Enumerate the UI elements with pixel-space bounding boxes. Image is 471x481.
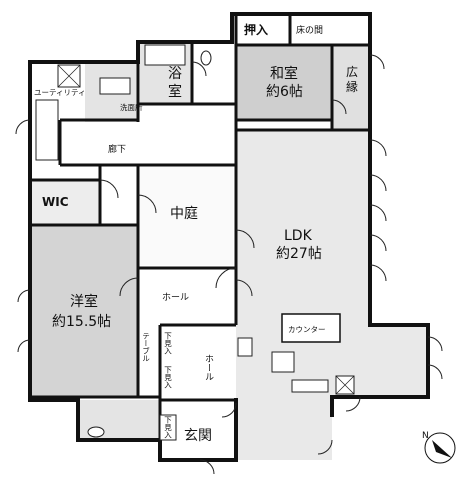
yoshitsu-floor xyxy=(30,225,138,397)
washitsu-floor xyxy=(236,45,332,120)
yoshitsu-size-label: 約15.5帖 xyxy=(52,314,111,330)
shitamiru-2-label: 下見入 xyxy=(163,366,172,389)
washitsu-label: 和室 xyxy=(270,65,298,82)
kitchen-back-counter xyxy=(291,379,329,393)
senmenjo-label: 洗面所 xyxy=(120,102,143,112)
compass-label: N xyxy=(422,431,429,441)
ldk-floor xyxy=(236,130,370,325)
ldk-label: LDK xyxy=(284,228,313,244)
interior-walls xyxy=(30,14,370,440)
ldk-floor-lower xyxy=(236,325,428,460)
nakaniwa-label: 中庭 xyxy=(170,205,198,222)
toilet-2 xyxy=(200,50,212,66)
tokonoma-label: 床の間 xyxy=(296,24,323,36)
table-label: テーブル xyxy=(141,332,150,362)
shitamiru-3-label: 下見入 xyxy=(163,416,172,439)
shitamiru-1-label: 下見入 xyxy=(163,332,172,355)
door-swings xyxy=(15,54,443,475)
utility-label: ユーティリティ xyxy=(34,88,86,97)
stove xyxy=(237,337,253,357)
hall-side-label: ホール xyxy=(203,354,214,381)
hiroen-floor xyxy=(332,45,370,130)
counter-label: カウンター xyxy=(288,325,326,334)
toilet xyxy=(87,426,105,438)
yoshitsu-label: 洋室 xyxy=(70,293,98,310)
wic-floor xyxy=(30,180,100,224)
yokushitsu-top-label: 浴 xyxy=(168,66,182,82)
ldk-size-label: 約27帖 xyxy=(276,246,322,262)
utility-counter xyxy=(35,99,59,161)
hiroen-top-label: 広 xyxy=(346,65,358,79)
oshiire-label: 押入 xyxy=(244,22,268,37)
roka-label: 廊下 xyxy=(108,143,126,155)
bathtub xyxy=(144,44,186,66)
nakaniwa-floor xyxy=(140,165,233,265)
yokushitsu-bottom-label: 室 xyxy=(168,83,182,100)
wash-basin xyxy=(99,77,131,95)
north-arrow-icon: N xyxy=(422,431,456,464)
shoe-cabinet xyxy=(159,414,177,441)
hall-top-label: ホール xyxy=(162,292,189,303)
kitchen-sink-counter xyxy=(271,351,295,373)
outer-walls xyxy=(28,12,430,462)
genkan-label: 玄関 xyxy=(184,427,212,444)
wic-label: WIC xyxy=(42,195,69,209)
hiroen-bottom-label: 縁 xyxy=(346,79,358,94)
washitsu-size-label: 約6帖 xyxy=(266,84,303,100)
kitchen-counter xyxy=(281,313,341,343)
